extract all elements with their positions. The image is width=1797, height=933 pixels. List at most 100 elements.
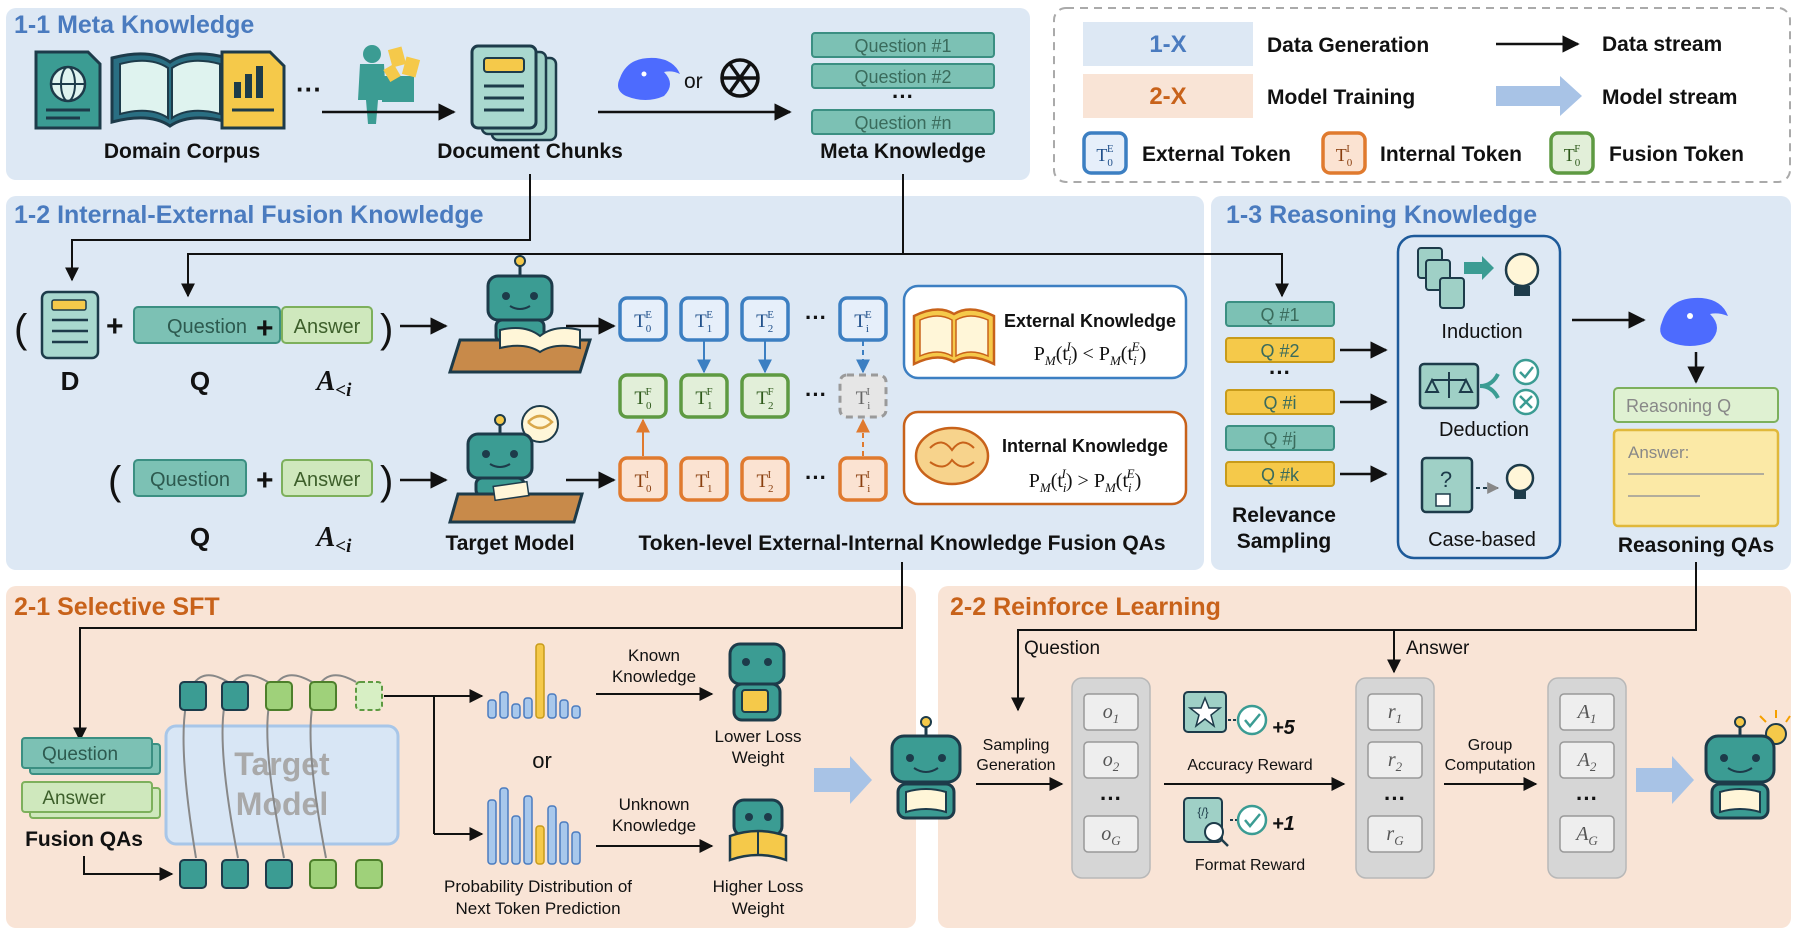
outputs-column: o1 o2 ··· oG	[1071, 677, 1151, 879]
question-item-2: Question #2	[854, 67, 951, 87]
relevance-sampling-label-1: Relevance	[1232, 504, 1336, 527]
fusion-to-sft-line	[73, 562, 903, 742]
internal-knowledge-box: Internal Knowledge PM(tiI) > PM(tiE)	[902, 410, 1188, 506]
a-label-row1: A<i	[315, 366, 353, 401]
output-token-row	[179, 681, 383, 711]
svg-text:T0F: T0F	[634, 386, 652, 412]
reasoning-answer-card: Answer:	[1612, 428, 1780, 528]
sampled-question-list: Q #1 Q #2 ··· Q #i Q #j Q #k	[1225, 301, 1335, 487]
question-pill-row1-label: Question	[167, 316, 247, 338]
meta-knowledge-label: Meta Knowledge	[820, 140, 986, 163]
reinforce-learning-title: 2-2 Reinforce Learning	[950, 593, 1221, 621]
svg-text:T1E: T1E	[695, 309, 713, 335]
svg-text:): )	[380, 307, 393, 351]
svg-text:···: ···	[805, 382, 827, 407]
target-model-label: Target Model	[445, 532, 574, 555]
svg-text:···: ···	[805, 465, 827, 490]
document-chunks-label: Document Chunks	[437, 140, 623, 163]
legend-model-training-label: Model Training	[1267, 86, 1415, 109]
target-model-block-label-2: Model	[236, 786, 328, 822]
rl-answer-label: Answer	[1406, 638, 1470, 659]
q-label-row2: Q	[190, 522, 210, 552]
reasoning-knowledge-title: 1-3 Reasoning Knowledge	[1226, 201, 1537, 229]
d-label: D	[61, 366, 80, 396]
prob-dist-label-2: Next Token Prediction	[455, 899, 620, 918]
robot-reading-icon	[447, 255, 593, 374]
answer-pill-row2-label: Answer	[294, 469, 361, 491]
target-model-block	[164, 724, 400, 846]
legend-data-generation-label: Data Generation	[1267, 34, 1429, 57]
format-reward-icon: {/}	[1183, 797, 1268, 847]
selective-sft-title: 2-1 Selective SFT	[14, 593, 220, 621]
sampling-generation-label-2: Generation	[976, 757, 1055, 774]
question-pill-row2-label: Question	[150, 469, 230, 491]
legend-external-token-icon	[1082, 131, 1128, 175]
deepseek-whale-icon-2	[1660, 297, 1728, 346]
reasoning-qas-label: Reasoning QAs	[1618, 534, 1774, 557]
legend-data-generation-code: 1-X	[1149, 31, 1186, 58]
legend-model-stream-label: Model stream	[1602, 86, 1737, 109]
legend-internal-token-icon	[1321, 131, 1367, 175]
sampled-q2: Q #2	[1260, 341, 1299, 361]
external-token-row: T0E T1E T2E ··· TiE	[618, 296, 888, 342]
corpus-ellipsis: ···	[296, 74, 322, 104]
sampled-qi: Q #i	[1263, 393, 1296, 413]
robot-studying-icon	[728, 798, 788, 862]
openai-logo-icon	[720, 58, 760, 98]
meta-to-reasoning-line	[903, 253, 1289, 298]
svg-text:T1I: T1I	[695, 469, 712, 495]
sft-answer-pill-label: Answer	[42, 788, 106, 809]
sft-or-label: or	[532, 748, 552, 773]
accuracy-reward-label: Accuracy Reward	[1187, 757, 1312, 774]
legend-fusion-token-icon	[1549, 131, 1595, 175]
svg-text:T2F: T2F	[756, 386, 773, 412]
internal-token-row: T0I T1I T2I ··· TiI	[618, 456, 888, 502]
prob-dist-label-1: Probability Distribution of	[444, 877, 632, 896]
svg-text:+: +	[106, 310, 124, 343]
legend-fusion-token-label: Fusion Token	[1609, 143, 1744, 166]
unknown-knowledge-label-1: Unknown	[619, 795, 690, 814]
chunks-to-d-line	[65, 174, 531, 282]
induction-icon	[1417, 247, 1540, 309]
deduction-icon	[1418, 358, 1540, 416]
token-fusion-caption: Token-level External-Internal Knowledge …	[638, 532, 1165, 555]
chart-document-icon	[220, 50, 286, 130]
robot-thinking-icon	[448, 405, 584, 524]
question-pill-row2	[133, 459, 247, 497]
internal-knowledge-formula: PM(tiI) > PM(tiE)	[1029, 466, 1142, 495]
svg-text:+: +	[256, 312, 274, 345]
group-computation-label-1: Group	[1468, 737, 1513, 754]
meta-to-q-line	[181, 174, 904, 298]
legend-model-stream-arrow	[1496, 76, 1582, 116]
rewards-column: r1 r2 ··· rG	[1355, 677, 1435, 879]
internal-knowledge-label: Internal Knowledge	[1002, 436, 1168, 456]
question-list: Question #1 Question #2 ··· Question #n	[811, 32, 995, 135]
input-token-row	[179, 859, 383, 889]
q-label-row1: Q	[190, 366, 210, 396]
svg-text:T0I: T0I	[1336, 143, 1353, 169]
robot-confident-icon	[728, 642, 786, 722]
document-chunks-icon	[470, 44, 558, 142]
svg-text:T0F: T0F	[1564, 143, 1581, 169]
section-fusion-knowledge	[6, 196, 1204, 570]
sampling-generation-label-1: Sampling	[983, 737, 1050, 754]
svg-text:T0E: T0E	[634, 309, 652, 335]
answer-pill-row1-label: Answer	[294, 316, 361, 338]
question-pill-row1	[133, 306, 281, 344]
svg-text:T0E: T0E	[1096, 143, 1114, 169]
question-ellipsis: ···	[892, 84, 914, 109]
reasoning-to-rl-line	[1011, 562, 1697, 712]
accuracy-reward-score: +5	[1272, 717, 1296, 739]
reasoning-q-pill	[1613, 387, 1779, 423]
induction-label: Induction	[1441, 321, 1522, 343]
outputs-ellipsis: ···	[1100, 786, 1122, 811]
case-based-icon: ?	[1420, 456, 1535, 514]
trained-robot-icon	[890, 716, 962, 820]
sft-question-pill-label: Question	[42, 744, 118, 765]
svg-text:TiE: TiE	[854, 309, 872, 335]
final-robot-icon	[1704, 710, 1791, 820]
domain-corpus-label: Domain Corpus	[104, 140, 260, 163]
rl-question-label: Question	[1024, 638, 1100, 659]
rl-to-model-stream-arrow	[1636, 756, 1694, 804]
